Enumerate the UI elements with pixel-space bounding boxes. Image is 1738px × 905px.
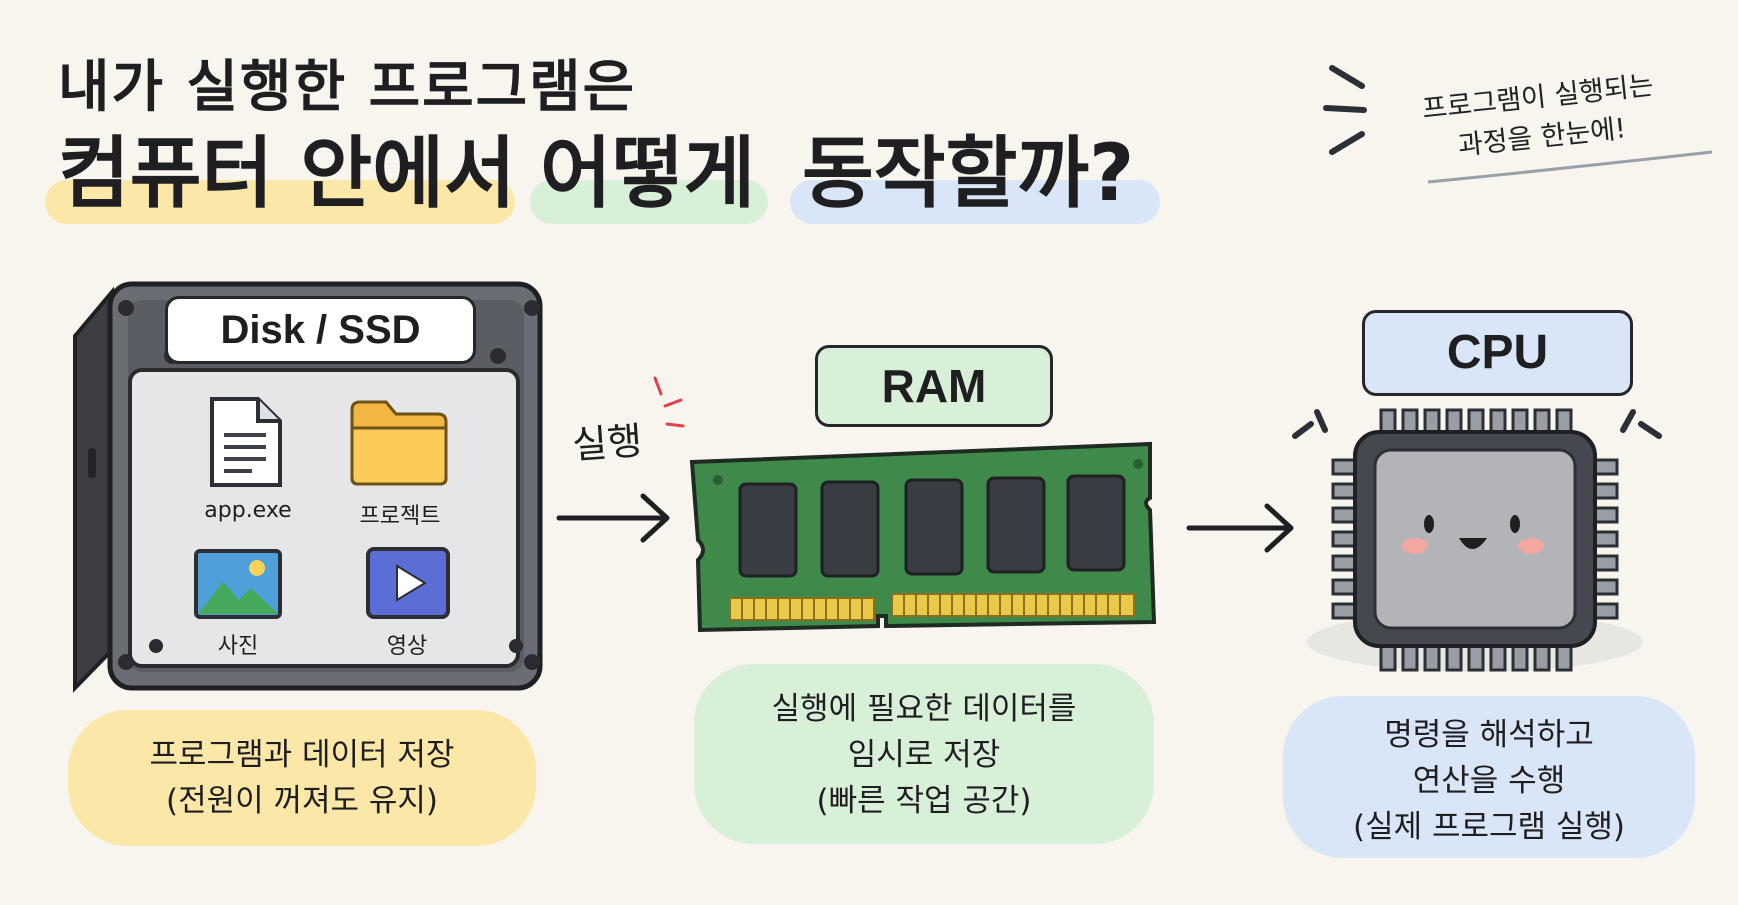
video-icon — [366, 547, 450, 619]
file-label-photo: 사진 — [217, 634, 259, 659]
folder-icon — [350, 400, 448, 486]
ram-label: RAM — [815, 345, 1053, 427]
file-label-project: 프로젝트 — [359, 504, 441, 529]
cpu-desc-line-3: (실제 프로그램 실행) — [1352, 809, 1626, 845]
title-line-1: 내가 실행한 프로그램은 — [58, 55, 637, 120]
ram-desc-line-2: 임시로 저장 — [847, 737, 1001, 773]
disk-desc-line-1: 프로그램과 데이터 저장 — [149, 737, 455, 773]
ram-module — [689, 441, 1157, 633]
highlight-green — [530, 180, 768, 224]
disk-desc-line-2: (전원이 꺼져도 유지) — [165, 783, 439, 819]
cpu-desc-line-2: 연산을 수행 — [1412, 763, 1566, 799]
cpu-chip — [1292, 408, 1662, 672]
highlight-blue — [790, 180, 1160, 224]
cpu-desc-line-1: 명령을 해석하고 — [1384, 717, 1594, 753]
ram-description: 실행에 필요한 데이터를 임시로 저장 (빠른 작업 공간) — [694, 664, 1154, 844]
ram-desc-line-3: (빠른 작업 공간) — [816, 783, 1032, 819]
document-icon — [210, 397, 282, 487]
note-decoration — [1323, 65, 1713, 184]
file-label-video: 영상 — [386, 634, 428, 659]
arrow-label-run: 실행 — [570, 418, 644, 468]
disk-label: Disk / SSD — [165, 296, 476, 364]
image-icon — [194, 549, 282, 619]
highlight-yellow — [45, 180, 515, 224]
arrow-ram-to-cpu — [1186, 503, 1294, 553]
cpu-description: 명령을 해석하고 연산을 수행 (실제 프로그램 실행) — [1283, 696, 1695, 858]
title-line-2-part-1: 컴퓨터 안에서 — [58, 129, 516, 219]
file-label-app: app.exe — [204, 498, 292, 523]
title-line-2-part-3: 동작할까? — [802, 129, 1135, 219]
cpu-label: CPU — [1362, 310, 1633, 396]
title-line-2-part-2: 어떻게 — [540, 129, 756, 219]
ram-desc-line-1: 실행에 필요한 데이터를 — [771, 691, 1077, 727]
disk-description: 프로그램과 데이터 저장 (전원이 꺼져도 유지) — [68, 710, 536, 846]
arrow-disk-to-ram — [556, 376, 685, 543]
